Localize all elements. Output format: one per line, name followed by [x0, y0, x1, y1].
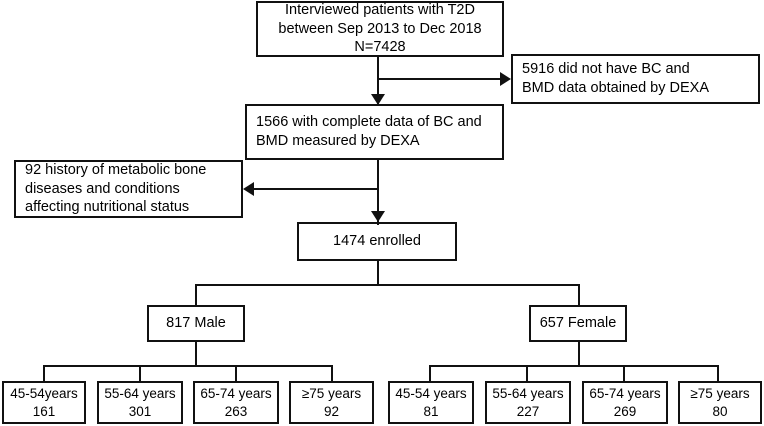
- node-male-age-group-2: 55-64 years 301: [97, 381, 183, 424]
- arrowhead-into-excluded-no-dexa: [500, 72, 511, 86]
- node-male-age-group-3: 65-74 years 263: [193, 381, 279, 424]
- connector-female-to-group-2: [526, 365, 528, 382]
- connector-female-split-bar: [429, 365, 719, 367]
- node-female: 657 Female: [529, 305, 627, 342]
- arrowhead-into-complete-data: [371, 94, 385, 105]
- node-enrolled: 1474 enrolled: [297, 222, 457, 261]
- connector-female-to-group-3: [623, 365, 625, 382]
- male-age-label-4: ≥75 years: [301, 386, 362, 402]
- female-age-label-4: ≥75 years: [690, 386, 750, 402]
- connector-male-stem: [195, 342, 197, 366]
- connector-male-split-bar: [43, 365, 333, 367]
- connector-complete-to-enrolled: [377, 160, 379, 225]
- connector-male-to-group-3: [235, 365, 237, 382]
- node-complete-data: 1566 with complete data of BC and BMD me…: [245, 104, 504, 160]
- connector-split-to-male: [195, 284, 197, 306]
- connector-split-to-female: [578, 284, 580, 306]
- node-male: 817 Male: [147, 305, 245, 342]
- connector-interviewed-to-complete: [377, 57, 379, 105]
- female-age-count-4: 80: [712, 403, 728, 419]
- female-age-count-3: 269: [613, 403, 637, 419]
- connector-male-to-group-4: [331, 365, 333, 382]
- female-age-label-2: 55-64 years: [492, 386, 564, 402]
- male-age-label-2: 55-64 years: [104, 386, 176, 402]
- connector-female-to-group-1: [429, 365, 431, 382]
- connector-sex-split-bar: [195, 284, 580, 286]
- arrowhead-into-enrolled: [371, 211, 385, 222]
- male-age-count-1: 161: [32, 403, 56, 419]
- connector-male-to-group-2: [139, 365, 141, 382]
- node-excluded-bone-disease: 92 history of metabolic bone diseases an…: [14, 160, 243, 218]
- node-excluded-no-dexa: 5916 did not have BC and BMD data obtain…: [511, 54, 760, 104]
- female-age-label-3: 65-74 years: [589, 386, 661, 402]
- node-female-age-group-4: ≥75 years 80: [678, 381, 762, 424]
- connector-to-excluded-no-dexa: [377, 78, 502, 80]
- male-age-count-4: 92: [323, 403, 340, 419]
- connector-to-excluded-bone-disease: [252, 188, 379, 190]
- node-female-age-group-3: 65-74 years 269: [582, 381, 668, 424]
- female-age-count-1: 81: [423, 403, 439, 419]
- node-interviewed-patients: Interviewed patients with T2D between Se…: [256, 1, 504, 57]
- male-age-count-3: 263: [224, 403, 248, 419]
- connector-male-to-group-1: [43, 365, 45, 382]
- node-male-age-group-4: ≥75 years 92: [289, 381, 374, 424]
- connector-female-stem: [578, 342, 580, 366]
- female-age-label-1: 45-54 years: [395, 386, 467, 402]
- arrowhead-into-excluded-bone-disease: [243, 182, 254, 196]
- node-male-age-group-1: 45-54years 161: [2, 381, 86, 424]
- connector-enrolled-stem: [377, 261, 379, 286]
- male-age-count-2: 301: [128, 403, 152, 419]
- node-female-age-group-2: 55-64 years 227: [485, 381, 571, 424]
- node-female-age-group-1: 45-54 years 81: [388, 381, 474, 424]
- male-age-label-3: 65-74 years: [200, 386, 272, 402]
- male-age-label-1: 45-54years: [10, 386, 78, 402]
- connector-female-to-group-4: [717, 365, 719, 382]
- female-age-count-2: 227: [516, 403, 540, 419]
